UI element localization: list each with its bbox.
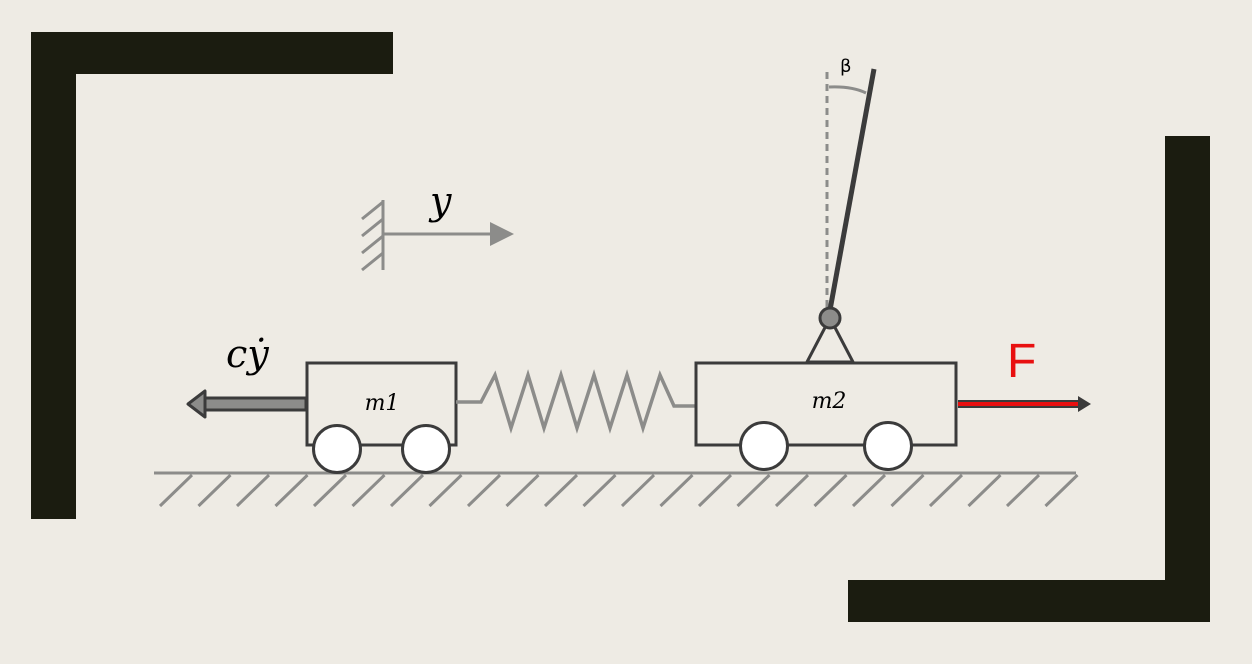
pendulum: β [805, 56, 877, 364]
hatch-line [1084, 475, 1116, 506]
hatch-line [1005, 474, 1041, 508]
angle-arc [828, 85, 867, 95]
hatch-line [697, 474, 733, 508]
hatch-line [274, 474, 309, 508]
hatch-line [967, 474, 1002, 508]
displacement-label: y [428, 179, 452, 223]
mass-m1-label: m1 [365, 391, 400, 416]
hatch-line [505, 474, 540, 508]
hatch-line [428, 474, 463, 508]
hatch-line [890, 474, 925, 508]
pivot-mount [805, 316, 855, 364]
hatch-line [582, 474, 617, 508]
hatch-line [466, 474, 502, 508]
wheel [312, 424, 362, 474]
frame-top-left [31, 32, 393, 519]
y-axis-arrowhead [490, 222, 514, 246]
hatch-line [659, 474, 694, 508]
hatch-line [543, 474, 579, 508]
wheel [401, 424, 451, 474]
damping-force-arrow: cẏ [186, 332, 308, 419]
spring [456, 369, 697, 434]
hatch-line [1044, 474, 1079, 508]
hatched-wall-icon [361, 200, 385, 272]
hatched-ground-icon [158, 474, 1116, 508]
hatch-line [351, 474, 386, 508]
hatch-line [197, 474, 232, 508]
hatch-line [312, 474, 348, 508]
ground [154, 471, 1116, 508]
hatch-line [813, 474, 848, 508]
hatch-line [158, 474, 194, 508]
hatch-line [928, 474, 964, 508]
pivot-joint [818, 306, 842, 330]
mass-m2-label: m2 [812, 389, 847, 414]
hatch-line [620, 474, 656, 508]
wheel [739, 421, 789, 471]
mass-m1-cart: m1 [305, 361, 458, 474]
applied-force-label: F [1007, 335, 1036, 388]
pendulum-rod [827, 68, 877, 311]
applied-force-arrow: F [958, 335, 1091, 412]
damping-force-label: cẏ [226, 332, 269, 376]
mass-m2-cart: m2 [694, 361, 958, 471]
hatch-line [235, 474, 271, 508]
wheel [863, 421, 913, 471]
pendulum-angle-label: β [840, 56, 852, 77]
hatch-line [851, 474, 887, 508]
hatch-line [389, 474, 425, 508]
frame-bottom-right [848, 136, 1210, 622]
reference-frame: y [361, 179, 514, 272]
hatch-line [736, 474, 771, 508]
hatch-line [774, 474, 810, 508]
